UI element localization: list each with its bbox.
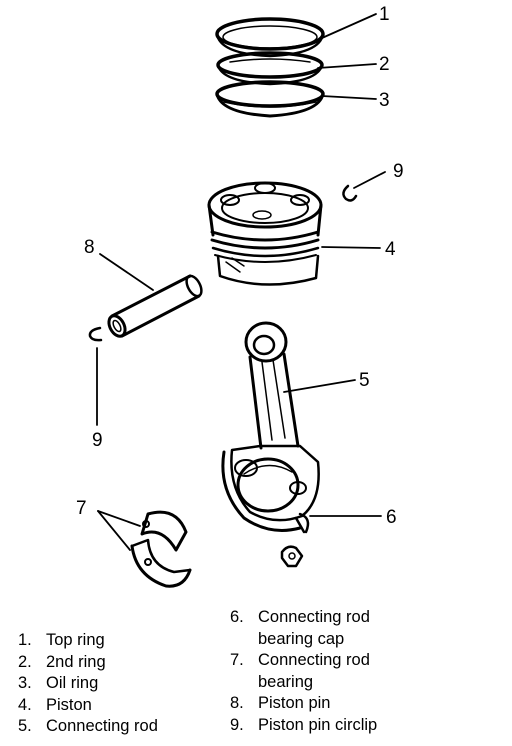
callout-2: 2 (379, 54, 390, 75)
legend-item: 3.Oil ring (18, 674, 99, 692)
callout-9-right: 9 (393, 161, 404, 182)
connecting-rod-bearing-cap (221, 450, 310, 568)
callout-6: 6 (386, 507, 397, 528)
piston-pin (107, 274, 203, 338)
callout-4: 4 (385, 239, 396, 260)
legend-item: 8.Piston pin (230, 694, 331, 712)
legend-item-continuation: bearing cap (258, 629, 345, 648)
connecting-rod (230, 321, 320, 522)
legend-item: 7.Connecting rod (230, 651, 370, 669)
legend-item: 2.2nd ring (18, 652, 106, 671)
callout-3: 3 (379, 90, 390, 111)
callout-8: 8 (84, 237, 95, 258)
callout-1: 1 (379, 4, 390, 25)
legend-item: 4.Piston (18, 695, 92, 714)
legend-item: 6.Connecting rod (230, 608, 370, 626)
legend-item: 1.Top ring (18, 631, 105, 649)
legend-item: 5.Connecting rod (18, 717, 158, 735)
legend-item: 9.Piston pin circlip (230, 715, 378, 734)
callout-7: 7 (76, 498, 87, 519)
second-ring (216, 51, 324, 86)
legend-right: 6.Connecting rod bearing cap 7.Connectin… (230, 607, 377, 736)
callout-5: 5 (359, 370, 370, 391)
piston (207, 181, 323, 286)
legend-item-continuation: bearing (258, 672, 314, 691)
top-ring (215, 17, 325, 58)
circlip-left (88, 326, 103, 342)
connecting-rod-bearing (130, 510, 192, 588)
oil-ring (215, 80, 325, 118)
circlip-right (342, 184, 358, 202)
leader-lines (96, 13, 386, 551)
piston-assembly-diagram: 1 2 3 9 4 8 5 9 7 6 (76, 4, 404, 588)
callout-9-left: 9 (92, 430, 103, 451)
legend-left: 1.Top ring 2.2nd ring 3.Oil ring 4.Pisto… (18, 630, 158, 738)
